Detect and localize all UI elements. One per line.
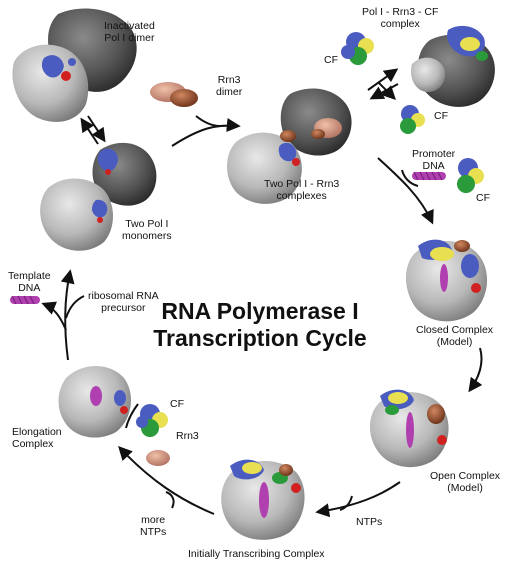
- label-elongation: Elongation Complex: [12, 426, 62, 450]
- promoter-dna-structure: [412, 171, 446, 181]
- arrow-template-release: [41, 301, 67, 331]
- label-cf-bottom: CF: [170, 398, 184, 410]
- title-line-2: Transcription Cycle: [153, 325, 367, 351]
- label-pol-rrn3-cf: Pol I - Rrn3 - CF complex: [362, 6, 439, 30]
- two-monomers-structure: [40, 142, 157, 251]
- template-dna-structure: [10, 295, 40, 305]
- rrn3-dimer-structure: [150, 82, 198, 107]
- label-inactivated-dimer: Inactivated Pol I dimer: [104, 20, 155, 44]
- arrow-dissociation: [87, 115, 106, 143]
- closed-complex-structure: [405, 239, 488, 322]
- pol-rrn3-cf-structure: [410, 25, 495, 107]
- title-line-1: RNA Polymerase I: [161, 298, 359, 324]
- label-rrna-precursor: ribosomal RNA precursor: [88, 290, 159, 314]
- inactivated-dimer-structure: [12, 8, 137, 122]
- label-two-pol-rrn3: Two Pol I - Rrn3 complexes: [264, 178, 340, 202]
- arrow-to-closed: [377, 157, 434, 225]
- cf-bottom-structure: [136, 404, 168, 437]
- arrow-rrna-release: [65, 295, 85, 319]
- label-closed-complex: Closed Complex (Model): [416, 324, 494, 348]
- arrow-to-open: [468, 347, 483, 393]
- cf-top-right-structure: [400, 105, 425, 134]
- arrow-association: [80, 117, 99, 145]
- arrows: [41, 68, 483, 518]
- arrow-promoter-input: [401, 169, 419, 187]
- label-cf-top-right: CF: [434, 110, 448, 122]
- arrow-cf-release: [369, 83, 399, 100]
- label-rrn3-bottom: Rrn3: [176, 430, 199, 442]
- rrn3-bottom-structure: [146, 450, 170, 466]
- label-two-monomers: Two Pol I monomers: [122, 218, 172, 242]
- label-ntps: NTPs: [356, 516, 383, 528]
- label-template-dna: Template DNA: [8, 270, 51, 294]
- label-promoter-dna: Promoter DNA: [412, 148, 456, 172]
- elongation-complex-structure: [58, 366, 131, 438]
- diagram-title: RNA Polymerase I Transcription Cycle: [130, 298, 390, 352]
- initially-transcribing-structure: [221, 459, 305, 540]
- arrow-to-initially: [315, 481, 401, 518]
- label-rrn3-dimer: Rrn3 dimer: [216, 74, 243, 98]
- label-more-ntps: more NTPs: [140, 514, 167, 538]
- arrow-cf-out: [377, 81, 396, 100]
- arrow-ntps-input: [339, 495, 353, 511]
- label-cf-mid: CF: [476, 192, 490, 204]
- label-open-complex: Open Complex (Model): [430, 470, 501, 494]
- label-cf-top-left: CF: [324, 54, 338, 66]
- two-pol-rrn3-structure: [227, 88, 352, 204]
- arrow-to-monomers: [60, 269, 75, 361]
- arrow-rrn3-binding: [171, 118, 241, 147]
- arrow-to-elongation: [118, 445, 215, 515]
- cf-mid-structure: [457, 158, 484, 193]
- arrow-cf-rrn3-release: [125, 403, 139, 429]
- arrow-more-ntps-input: [165, 491, 175, 509]
- arrow-rrn3-input: [195, 115, 221, 127]
- cf-top-left-structure: [341, 32, 374, 65]
- label-initially-transcribing: Initially Transcribing Complex: [188, 548, 325, 560]
- open-complex-structure: [369, 389, 449, 468]
